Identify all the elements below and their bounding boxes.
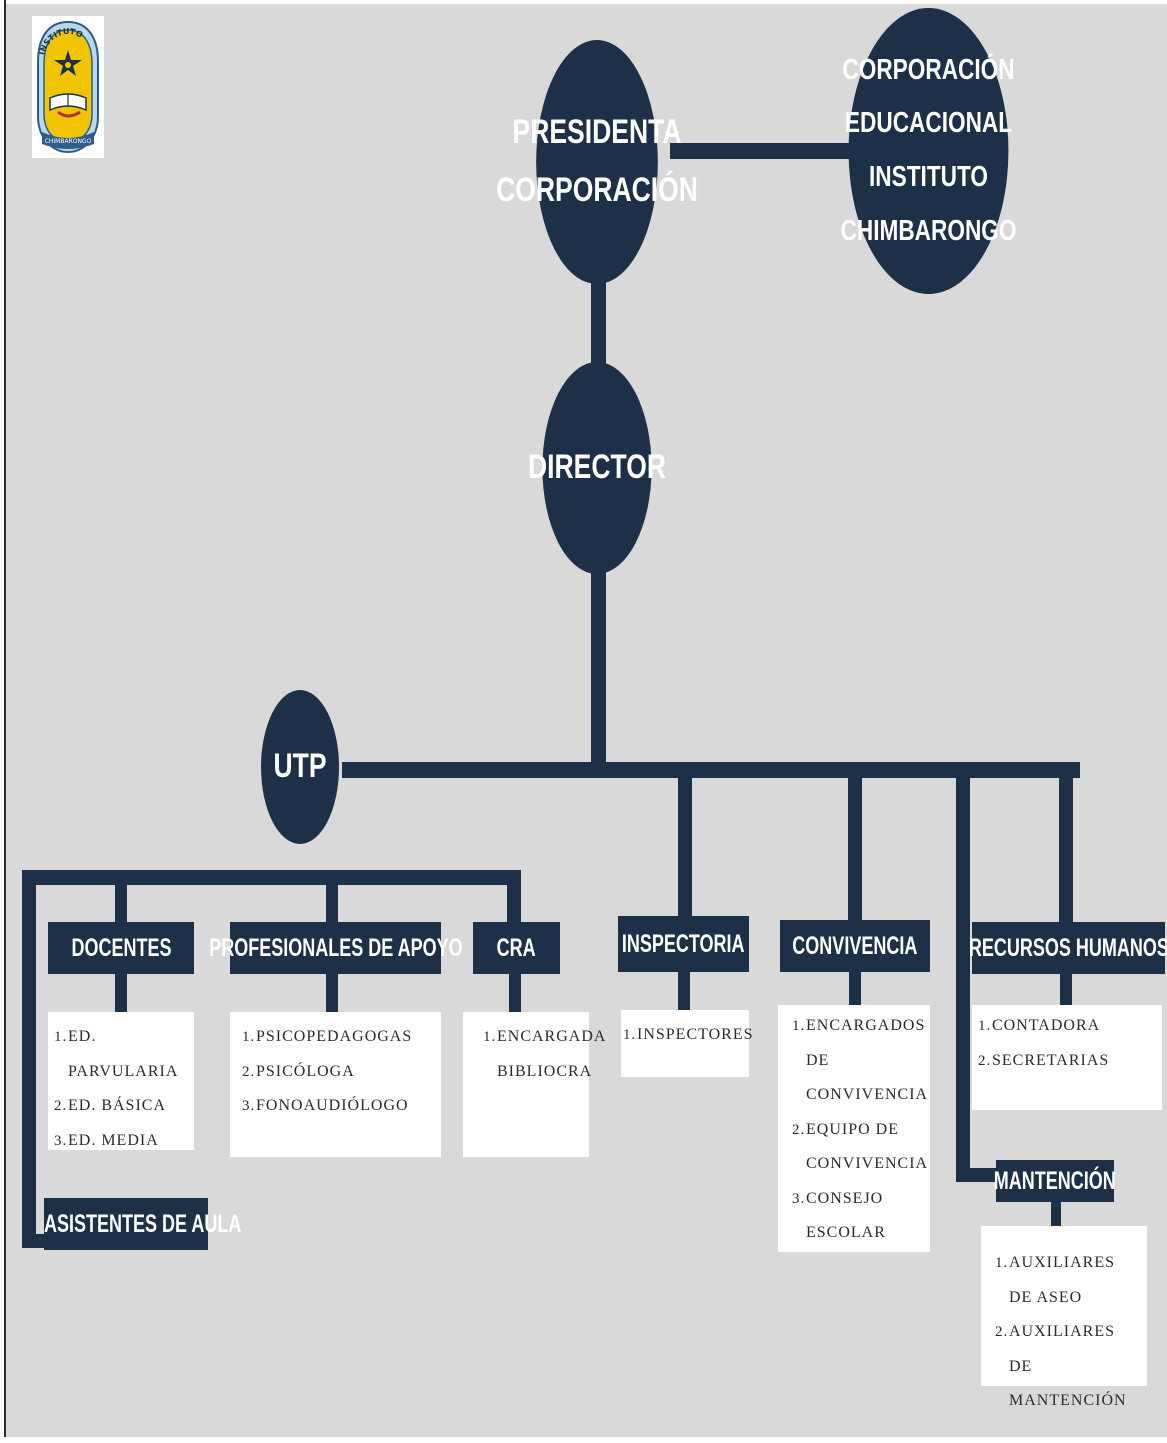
- line-convivencia-card: [849, 970, 861, 1008]
- line-main-bus: [342, 762, 1080, 778]
- institute-logo: INSTITUTO CHIMBARONGO: [32, 16, 104, 158]
- header-convivencia: CONVIVENCIA: [780, 920, 930, 972]
- header-profesionales: PROFESIONALES DE APOYO: [209, 922, 462, 974]
- list-item: SECRETARIAS: [978, 1044, 1110, 1078]
- line-subbus-left-vertical: [22, 870, 36, 1248]
- line-profesionales-card: [326, 970, 338, 1015]
- header-inspectoria-label: INSPECTORIA: [622, 929, 745, 958]
- list-rrhh: CONTADORA SECRETARIAS: [978, 1009, 1162, 1078]
- node-presidenta-label: PRESIDENTA CORPORACIÓN: [496, 113, 698, 209]
- frame-top: [0, 0, 1167, 4]
- line-subbus-profesionales: [326, 876, 338, 924]
- list-item: ENCARGADOS DE CONVIVENCIA: [792, 1009, 929, 1103]
- line-presidenta-corporacion: [670, 143, 850, 159]
- node-director-label: DIRECTOR: [527, 448, 667, 487]
- node-presidenta: PRESIDENTA CORPORACIÓN: [496, 40, 698, 284]
- logo-inner-shield: [43, 29, 93, 143]
- header-asistentes: ASISTENTES DE AULA: [44, 1198, 241, 1250]
- header-mantencion-label: MANTENCIÓN: [994, 1166, 1116, 1195]
- card-mantencion: AUXILIARES DE ASEO AUXILIARES DE MANTENC…: [981, 1226, 1147, 1409]
- list-item: ENCARGADA BIBLIOCRA: [483, 1020, 606, 1080]
- header-docentes: DOCENTES: [48, 922, 194, 974]
- frame-bottom: [0, 1437, 1167, 1443]
- list-item: PSICOPEDAGOGAS: [242, 1020, 413, 1054]
- node-utp-label: UTP: [273, 747, 327, 786]
- list-mantencion: AUXILIARES DE ASEO AUXILIARES DE MANTENC…: [995, 1246, 1137, 1419]
- line-mantencion-card: [1051, 1198, 1061, 1228]
- node-director: DIRECTOR: [528, 362, 666, 574]
- line-inspectoria-card: [678, 970, 690, 1015]
- node-utp: UTP: [261, 690, 339, 844]
- logo-ribbon: [42, 132, 94, 149]
- list-item: EQUIPO DE CONVIVENCIA: [792, 1113, 929, 1173]
- list-item: CONSEJO ESCOLAR: [792, 1182, 886, 1242]
- card-inspectoria: INSPECTORES: [621, 1010, 754, 1077]
- list-item: INSPECTORES: [623, 1018, 754, 1052]
- node-corporacion: CORPORACIÓN EDUCACIONAL INSTITUTO CHIMBA…: [841, 8, 1016, 294]
- list-item: AUXILIARES DE ASEO: [995, 1246, 1115, 1306]
- line-subbus-docentes: [115, 876, 127, 924]
- frame-left: [0, 0, 5, 1443]
- header-cra-label: CRA: [496, 933, 536, 962]
- line-presidenta-director: [591, 280, 606, 365]
- line-subbus-cra: [507, 876, 521, 924]
- header-profesionales-label: PROFESIONALES DE APOYO: [208, 933, 463, 962]
- list-cra: ENCARGADA BIBLIOCRA: [483, 1020, 606, 1089]
- line-bus-mantencion: [956, 770, 970, 1182]
- card-cra: ENCARGADA BIBLIOCRA: [463, 1012, 606, 1157]
- list-profesionales: PSICOPEDAGOGAS PSICÓLOGA FONOAUDIÓLOGO: [242, 1020, 441, 1124]
- list-item: CONTADORA: [978, 1009, 1101, 1043]
- list-convivencia: ENCARGADOS DE CONVIVENCIA EQUIPO DE CONV…: [792, 1009, 929, 1251]
- line-bus-rrhh: [1059, 770, 1073, 922]
- header-cra: CRA: [473, 922, 560, 974]
- line-director-bus: [591, 565, 606, 775]
- header-asistentes-label: ASISTENTES DE AULA: [44, 1209, 242, 1238]
- header-inspectoria: INSPECTORIA: [618, 916, 749, 972]
- list-item: ED. PARVULARIA: [54, 1020, 179, 1080]
- list-item: FONOAUDIÓLOGO: [242, 1089, 409, 1123]
- line-bus-inspectoria: [678, 770, 692, 922]
- header-rrhh-label: RECURSOS HUMANOS: [968, 933, 1167, 962]
- logo-bottom-text: CHIMBARONGO: [45, 138, 92, 145]
- card-profesionales: PSICOPEDAGOGAS PSICÓLOGA FONOAUDIÓLOGO: [230, 1012, 441, 1157]
- header-convivencia-label: CONVIVENCIA: [792, 931, 918, 960]
- list-docentes: ED. PARVULARIA ED. BÁSICA ED. MEDIA: [54, 1020, 194, 1158]
- list-item: AUXILIARES DE MANTENCIÓN: [995, 1315, 1127, 1409]
- card-convivencia: ENCARGADOS DE CONVIVENCIA EQUIPO DE CONV…: [778, 1005, 930, 1252]
- card-rrhh: CONTADORA SECRETARIAS: [972, 1005, 1162, 1110]
- line-utp-subbus: [22, 870, 521, 885]
- line-mantencion-spur: [956, 1168, 996, 1182]
- list-item: PSICÓLOGA: [242, 1055, 355, 1089]
- card-docentes: ED. PARVULARIA ED. BÁSICA ED. MEDIA: [48, 1012, 194, 1158]
- list-item: ED. BÁSICA: [54, 1089, 167, 1123]
- line-cra-card: [509, 970, 521, 1015]
- header-mantencion: MANTENCIÓN: [994, 1160, 1116, 1202]
- header-docentes-label: DOCENTES: [70, 933, 172, 962]
- line-bus-convivencia: [848, 770, 862, 922]
- list-inspectoria: INSPECTORES: [623, 1018, 754, 1053]
- header-rrhh: RECURSOS HUMANOS: [968, 922, 1167, 974]
- line-docentes-card: [115, 970, 127, 1015]
- logo-lamp-icon: [57, 110, 81, 118]
- list-item: ED. MEDIA: [54, 1124, 159, 1158]
- node-corporacion-label: CORPORACIÓN EDUCACIONAL INSTITUTO CHIMBA…: [840, 53, 1017, 247]
- line-rrhh-card: [1060, 970, 1072, 1008]
- frame-edge: [4, 0, 6, 1443]
